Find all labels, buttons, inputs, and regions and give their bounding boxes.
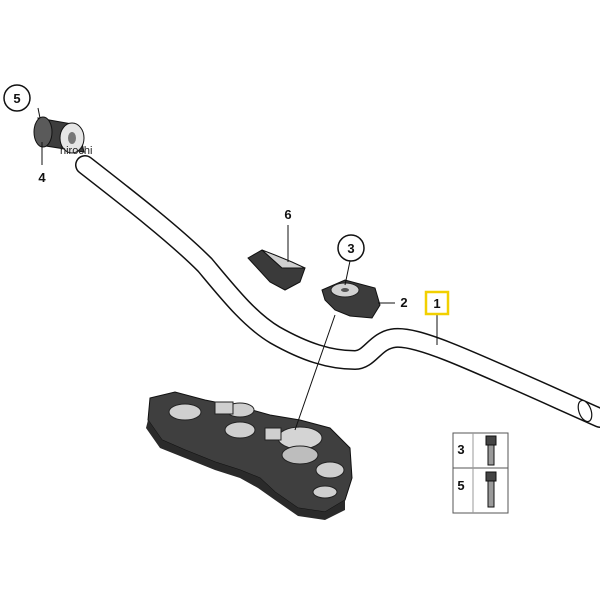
callout-2: 2 [400,295,407,310]
clamp-cap [321,279,381,319]
assembly-line [294,314,336,431]
callout-1: 1 [433,296,440,311]
callout-5: 5 [13,91,20,106]
leader-5 [37,107,41,119]
callout-circle-3 [337,234,365,262]
bar-end-weight [33,116,85,154]
hardware-legend: 3 5 [452,432,509,514]
handlebar [75,155,600,428]
callout-3: 3 [347,241,354,256]
bolt-3-shank [487,444,495,466]
leader-3 [344,260,351,286]
callout-circle-5 [3,84,31,112]
bolt-3-head [485,435,497,446]
triple-clamp [146,391,353,520]
legend-label-3: 3 [457,442,464,457]
watermark: hirochi [60,145,92,157]
legend-label-5: 5 [457,478,464,493]
callout-6: 6 [284,207,291,222]
callout-box-1-highlight [424,290,450,316]
callout-4: 4 [38,170,46,185]
bolt-5-head [485,471,497,482]
bolt-5-shank [487,480,495,508]
clip-piece [247,249,306,291]
